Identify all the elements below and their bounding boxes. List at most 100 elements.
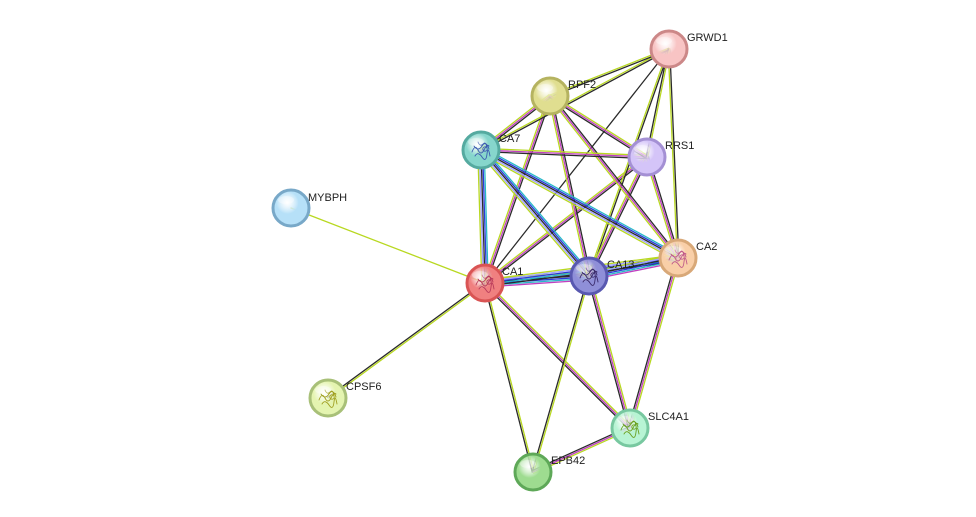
- node-ca2[interactable]: CA2: [658, 238, 717, 278]
- node-ca7[interactable]: CA7: [461, 130, 520, 170]
- node-rpf2[interactable]: RPF2: [530, 76, 596, 116]
- edge-strand-databases: [482, 147, 593, 275]
- edge-strand-experiments: [588, 275, 631, 429]
- node-circle: [465, 263, 505, 303]
- edge-strand-coexpression: [550, 94, 680, 258]
- node-ca1[interactable]: CA1: [465, 263, 523, 303]
- node-cpsf6[interactable]: CPSF6: [308, 378, 381, 418]
- edge-strand-textmining: [480, 147, 648, 157]
- edge-strand-coexpression: [480, 49, 671, 152]
- edge-strand-databases: [483, 149, 489, 284]
- node-circle: [530, 76, 570, 116]
- edge-strand-coexpression: [480, 150, 648, 160]
- node-circle: [658, 238, 698, 278]
- edge-strand-textmining: [586, 155, 647, 276]
- edge-strand-experiments: [588, 156, 648, 277]
- edge-strand-homology: [479, 150, 678, 261]
- edge-ca1-epb42[interactable]: [483, 282, 535, 473]
- edge-strand-coexpression: [480, 149, 679, 259]
- node-rrs1[interactable]: RRS1: [627, 137, 694, 177]
- edge-strand-experiments: [549, 95, 590, 277]
- edge-strand-cooccurrence: [481, 148, 591, 276]
- node-ca13[interactable]: CA13: [569, 256, 635, 296]
- edge-strand-coexpression: [589, 157, 650, 278]
- protein-structure-icon: [471, 141, 491, 160]
- edge-ca7-grwd1[interactable]: [479, 47, 671, 152]
- edge-strand-coexpression: [550, 95, 592, 277]
- node-highlight: [656, 37, 672, 45]
- node-circle: [513, 452, 553, 492]
- protein-structure-icon: [318, 389, 338, 408]
- edge-strand-coexpression: [326, 281, 486, 399]
- node-label: EPB42: [551, 455, 585, 467]
- edge-ca2-grwd1[interactable]: [667, 48, 680, 259]
- edge-strand-coexpression: [531, 275, 589, 473]
- edge-strand-coexpression: [586, 275, 630, 430]
- edge-strand-textmining: [548, 96, 678, 260]
- node-label: SLC4A1: [648, 411, 689, 423]
- edge-strand-coexpression: [549, 49, 670, 98]
- edge-strand-databases: [481, 146, 681, 256]
- edge-ca7-rrs1[interactable]: [480, 147, 648, 160]
- edge-ca2-rpf2[interactable]: [548, 94, 680, 260]
- edge-ca2-ca7[interactable]: [478, 146, 681, 262]
- node-highlight: [576, 264, 592, 272]
- edge-strand-coexpression: [627, 256, 678, 429]
- edges-layer: [290, 47, 681, 475]
- edge-ca1-cpsf6[interactable]: [326, 281, 487, 400]
- edge-strand-textmining: [549, 47, 670, 96]
- node-label: CA13: [607, 259, 635, 271]
- node-epb42[interactable]: EPB42: [513, 452, 585, 492]
- edge-strand-coexpression: [485, 157, 649, 285]
- edge-ca1-ca7[interactable]: [477, 149, 489, 284]
- edge-ca13-rpf2[interactable]: [547, 95, 592, 277]
- node-label: MYBPH: [308, 192, 347, 204]
- node-label: RRS1: [665, 140, 694, 152]
- node-circle: [461, 130, 501, 170]
- node-label: GRWD1: [687, 32, 728, 44]
- protein-structure-icon: [668, 249, 688, 268]
- edge-strand-experiments: [484, 282, 631, 429]
- node-highlight: [634, 145, 650, 153]
- node-circle: [610, 408, 650, 448]
- edge-strand-textmining: [327, 282, 487, 400]
- edge-ca13-epb42[interactable]: [531, 275, 591, 473]
- node-slc4a1[interactable]: SLC4A1: [610, 408, 689, 448]
- edge-ca13-slc4a1[interactable]: [586, 274, 633, 430]
- node-circle: [308, 378, 348, 418]
- edge-strand-textmining: [483, 155, 647, 283]
- edge-strand-coexpression: [480, 149, 590, 277]
- node-highlight: [468, 138, 484, 146]
- edge-strand-coexpression: [669, 48, 680, 259]
- node-highlight: [315, 386, 331, 394]
- edge-strand-experiments: [549, 95, 679, 259]
- protein-structure-icon: [620, 419, 640, 438]
- edge-strand-coexpression: [483, 283, 630, 430]
- edge-strand-experiments: [484, 156, 648, 284]
- edge-ca2-slc4a1[interactable]: [627, 256, 681, 430]
- edge-strand-coexpression: [483, 282, 533, 473]
- edge-strand-textmining: [478, 152, 678, 262]
- edge-strand-experiments: [480, 149, 648, 158]
- edge-ca13-ca7[interactable]: [477, 147, 593, 279]
- node-highlight: [617, 416, 633, 424]
- node-label: CPSF6: [346, 381, 381, 393]
- node-grwd1[interactable]: GRWD1: [649, 29, 728, 69]
- node-highlight: [520, 460, 536, 468]
- edge-ca1-rrs1[interactable]: [483, 155, 649, 285]
- edge-strand-cooccurrence: [481, 149, 488, 284]
- edge-strand-coexpression: [484, 48, 670, 284]
- edge-ca13-rrs1[interactable]: [586, 155, 650, 278]
- edge-ca1-slc4a1[interactable]: [483, 281, 632, 430]
- node-highlight: [665, 246, 681, 254]
- node-circle: [649, 29, 689, 69]
- edge-rpf2-grwd1[interactable]: [549, 47, 670, 98]
- node-mybph[interactable]: MYBPH: [271, 188, 347, 228]
- edge-ca1-mybph[interactable]: [290, 207, 486, 284]
- edge-ca1-grwd1[interactable]: [484, 48, 670, 284]
- edge-strand-textmining: [290, 207, 486, 284]
- node-label: CA2: [696, 241, 717, 253]
- edge-strand-textmining: [547, 95, 589, 277]
- edge-strand-textmining: [485, 282, 535, 473]
